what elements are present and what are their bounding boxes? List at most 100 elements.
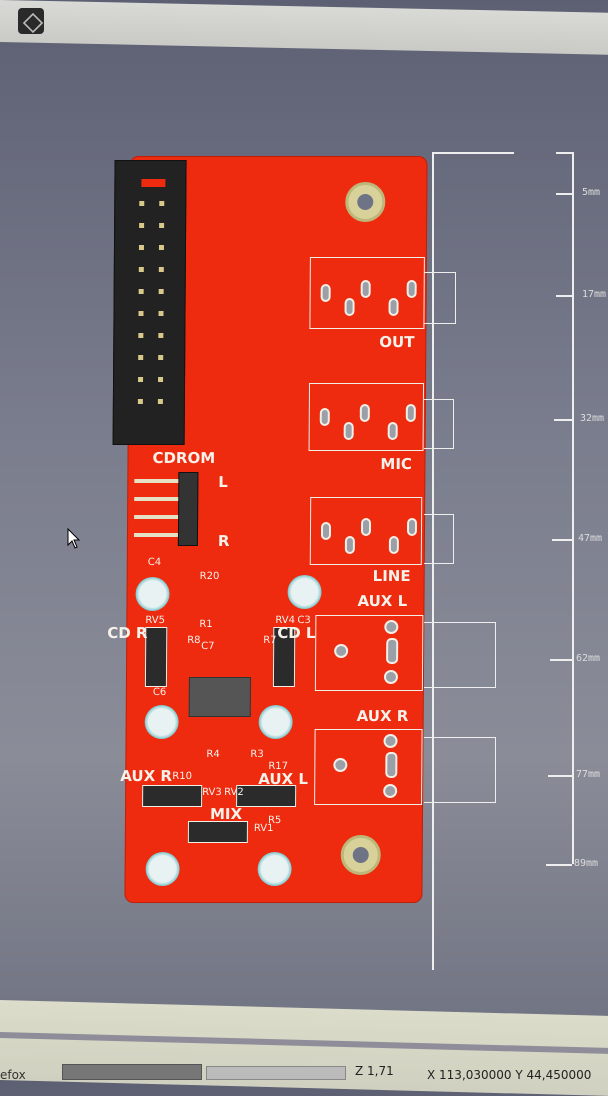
header-pin (137, 399, 143, 404)
line-jack[interactable] (309, 497, 423, 565)
ref-r10: R10 (172, 771, 193, 782)
header-pin (159, 223, 165, 228)
header-pin (138, 289, 144, 294)
ref-c3: C3 (297, 615, 311, 626)
header-pin (138, 311, 144, 316)
header-pin (158, 333, 164, 338)
header-pin (157, 399, 163, 404)
aux-r-pot-label: AUX R (120, 767, 173, 785)
mounting-hole-top (345, 182, 386, 222)
cursor-coordinates: X 113,030000 Y 44,450000 (427, 1068, 592, 1082)
ruler-tick (546, 864, 572, 866)
header-pin (138, 377, 144, 382)
header-pin (158, 289, 164, 294)
line-jack-body (424, 514, 454, 564)
capacitor-c1[interactable] (145, 852, 180, 886)
aux-l-jack-label: AUX L (357, 592, 408, 610)
ref-r4: R4 (206, 749, 220, 760)
cd-left-label: L (218, 473, 228, 491)
taskbar-button[interactable] (206, 1066, 346, 1080)
ref-r8: R8 (187, 635, 201, 646)
ruler-line (572, 152, 574, 864)
mouse-cursor-icon (67, 528, 81, 549)
pcb-board[interactable]: CDROM L R OUT MIC LINE AUX L AUX R CD R … (107, 157, 427, 902)
ruler-tick (552, 539, 572, 541)
out-label: OUT (379, 333, 415, 351)
aux-l-jack[interactable] (314, 615, 424, 691)
cdrom-idc-header[interactable] (112, 160, 187, 445)
capacitor-c5[interactable] (258, 705, 293, 739)
cd-right-label: R (217, 532, 230, 550)
cd-audio-header[interactable] (177, 472, 199, 546)
cd-r-pot-label: CD R (107, 624, 148, 642)
ref-r20: R20 (199, 571, 220, 582)
aux-r-jack-label: AUX R (356, 707, 409, 725)
header-pin (158, 267, 164, 272)
trimmer-rv1[interactable] (187, 821, 248, 843)
ruler-tick (554, 419, 572, 421)
dimension-tick (432, 152, 514, 154)
ruler-tick (556, 152, 572, 154)
mic-label: MIC (380, 455, 413, 473)
line-label: LINE (372, 567, 411, 585)
mounting-hole-bottom (340, 835, 381, 875)
header-pin (139, 223, 145, 228)
mic-jack-body (424, 399, 454, 449)
header-pin (139, 201, 145, 206)
capacitor-c6[interactable] (144, 705, 179, 739)
out-jack-body (424, 272, 456, 324)
aux-l-jack-body (424, 622, 496, 688)
ruler-tick (556, 193, 572, 195)
cdrom-label: CDROM (152, 449, 216, 467)
board-dimension-line (432, 152, 434, 970)
app-cube-icon[interactable] (18, 8, 44, 34)
taskbar-button[interactable] (62, 1064, 202, 1080)
ruler-tick (548, 775, 572, 777)
ruler-tick (556, 295, 572, 297)
trimmer-rv5[interactable] (144, 627, 168, 687)
ruler-label: 47mm (578, 533, 603, 544)
header-pin (158, 355, 164, 360)
ref-rv3: RV3 (202, 787, 222, 798)
op-amp-ic[interactable] (188, 677, 251, 717)
ref-r3: R3 (250, 749, 264, 760)
ref-rv5: RV5 (145, 615, 166, 626)
ref-c6: C6 (152, 687, 167, 698)
header-pin (138, 267, 144, 272)
ruler-label: 5mm (582, 187, 601, 198)
ruler-label: 77mm (576, 769, 601, 780)
trimmer-rv3[interactable] (142, 785, 203, 807)
trimmer-rv2[interactable] (236, 785, 297, 807)
header-pin (138, 333, 144, 338)
aux-r-jack-body (424, 737, 496, 803)
ruler-label: 17mm (582, 289, 607, 300)
aux-l-pot-label: AUX L (258, 770, 309, 788)
header-pin (159, 201, 165, 206)
header-pin (158, 377, 164, 382)
ref-rv4: RV4 (275, 615, 296, 626)
aux-r-jack[interactable] (314, 729, 423, 805)
ruler-tick (550, 659, 572, 661)
mic-jack[interactable] (308, 383, 425, 451)
ruler-label: 89mm (574, 858, 599, 869)
capacitor-c3[interactable] (287, 575, 322, 609)
header-pin (158, 311, 164, 316)
ref-c4: C4 (147, 557, 162, 568)
capacitor-c2[interactable] (257, 852, 292, 886)
cd-l-pot-label: CD L (277, 624, 316, 642)
out-jack[interactable] (309, 257, 425, 329)
ruler-label: 62mm (576, 653, 601, 664)
taskbar-app-label[interactable]: efox (0, 1068, 26, 1082)
ref-r7: R7 (263, 635, 277, 646)
ref-c7: C7 (201, 641, 215, 652)
header-pin (138, 245, 144, 250)
capacitor-c4[interactable] (135, 577, 170, 611)
header-pin (138, 355, 144, 360)
zoom-readout: Z 1,71 (355, 1064, 394, 1078)
ref-r17: R17 (268, 761, 289, 772)
ref-r1: R1 (199, 619, 213, 630)
ref-r5: R5 (267, 815, 282, 826)
ref-rv2: RV2 (224, 787, 244, 798)
mix-pot-label: MIX (209, 805, 243, 823)
ruler-label: 32mm (580, 413, 605, 424)
